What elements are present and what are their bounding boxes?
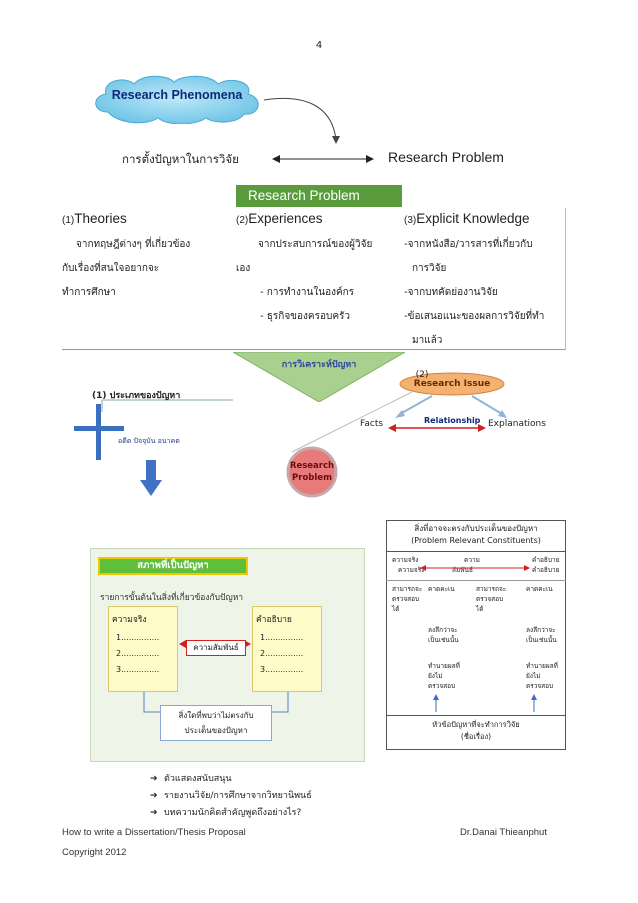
- relevant-constituents-title: สิ่งที่อาจจะตรงกับประเด็นของปัญหา (Probl…: [411, 524, 541, 545]
- theories-column: (1)Theories จากทฤษฎีต่างๆ ที่เกี่ยวข้อง …: [62, 207, 234, 305]
- column-line: จากทฤษฎีต่างๆ ที่เกี่ยวข้อง: [76, 239, 191, 250]
- column-line: - ธุรกิจของครอบครัว: [260, 311, 350, 322]
- column-line: กับเรื่องที่สนใจอยากจะ: [62, 263, 160, 274]
- research-issue-diagram: [74, 372, 507, 498]
- column-line: ทำการศึกษา: [62, 287, 116, 298]
- theories-heading: (1)Theories: [62, 211, 127, 226]
- curved-arrow-icon: [263, 97, 340, 144]
- right-arrow-icon: ➔: [150, 791, 158, 801]
- double-arrow-icon: [272, 155, 374, 163]
- page-number: 4: [315, 40, 323, 51]
- column-line: -จากบทคัดย่องานวิจัย: [404, 287, 498, 298]
- relationship-label: Relationship: [424, 416, 481, 425]
- research-problem-header: Research Problem: [236, 185, 402, 207]
- problem-condition-subtitle: รายการขั้นต้นในสิ่งที่เกี่ยวข้องกับปัญหา: [100, 593, 244, 603]
- analysis-triangle: [233, 352, 405, 402]
- relation-label: ความสัมพันธ์: [186, 640, 246, 656]
- column-line: -จากหนังสือ/วารสารที่เกี่ยวกับ: [404, 239, 533, 250]
- english-flow-title: Research Problem: [388, 149, 504, 165]
- research-problem-circle-label: Research Problem: [289, 461, 335, 483]
- cloud-label: Research Phenomena: [111, 88, 243, 102]
- explicit-knowledge-column: (3)Explicit Knowledge -จากหนังสือ/วารสาร…: [404, 207, 572, 353]
- right-arrow-icon: ➔: [150, 808, 158, 818]
- constituents-arrow-icon: [420, 565, 530, 571]
- truth-label: ความจริง: [112, 615, 147, 625]
- divider: [386, 551, 566, 552]
- facts-label: Facts: [360, 419, 384, 429]
- column-line: เอง: [236, 263, 251, 274]
- problem-types-items: อดีต ปัจจุบัน อนาคต: [118, 437, 180, 445]
- research-phenomena-cloud: [95, 75, 259, 124]
- column-line: มาแล้ว: [412, 335, 443, 346]
- column-line: -ข้อเสนอแนะของผลการวิจัยที่ทำ: [404, 311, 545, 322]
- bullet-item: ➔รายงานวิจัย/การศึกษาจากวิทยานิพนธ์: [150, 791, 312, 801]
- problem-condition-title: สภาพที่เป็นปัญหา: [98, 557, 248, 575]
- explanations-label: Explanations: [488, 419, 546, 429]
- research-topic-label: หัวข้อปัญหาที่จะทำการวิจัย (ชื่อเรื่อง): [432, 720, 520, 741]
- footer-right: Dr.Danai Thieanphut: [460, 827, 547, 838]
- footer-left: How to write a Dissertation/Thesis Propo…: [62, 827, 246, 838]
- bullet-item: ➔ตัวแสดงสนับสนุน: [150, 774, 232, 784]
- footer-copyright: Copyright 2012: [62, 847, 127, 858]
- divider: [386, 580, 566, 581]
- experiences-column: (2)Experiences จากประสบการณ์ของผู้วิจัย …: [236, 207, 404, 329]
- divider: [386, 715, 566, 716]
- table-divider: [62, 349, 566, 350]
- right-arrow-icon: ➔: [150, 774, 158, 784]
- analysis-triangle-label: การวิเคราะห์ปัญหา: [281, 360, 357, 370]
- problem-types-label: (1) ประเภทของปัญหา: [92, 391, 181, 401]
- table-right-border: [565, 208, 566, 350]
- thai-flow-title: การตั้งปัญหาในการวิจัย: [122, 152, 239, 166]
- mismatch-box: สิ่งใดที่พบว่าไม่ตรงกับ ประเด็นของปัญหา: [160, 705, 272, 741]
- explanation-label: คำอธิบาย: [256, 615, 292, 625]
- explanation-items: 1...............2...............3.......…: [260, 633, 304, 674]
- bullet-item: ➔บทความนักคิดสำคัญพูดถึงอย่างไร?: [150, 808, 302, 818]
- relevant-constituents-box: [386, 520, 566, 750]
- column-line: จากประสบการณ์ของผู้วิจัย: [258, 239, 373, 250]
- research-issue-label: Research Issue: [413, 379, 491, 389]
- column-line: การวิจัย: [412, 263, 447, 274]
- truth-items: 1...............2...............3.......…: [116, 633, 160, 674]
- issue-number: (2): [415, 370, 429, 380]
- truth-box: [108, 606, 178, 692]
- explicit-knowledge-heading: (3)Explicit Knowledge: [404, 211, 530, 226]
- up-arrows-icon: [433, 694, 537, 712]
- column-line: - การทำงานในองค์กร: [260, 287, 355, 298]
- experiences-heading: (2)Experiences: [236, 211, 323, 226]
- explanation-box: [252, 606, 322, 692]
